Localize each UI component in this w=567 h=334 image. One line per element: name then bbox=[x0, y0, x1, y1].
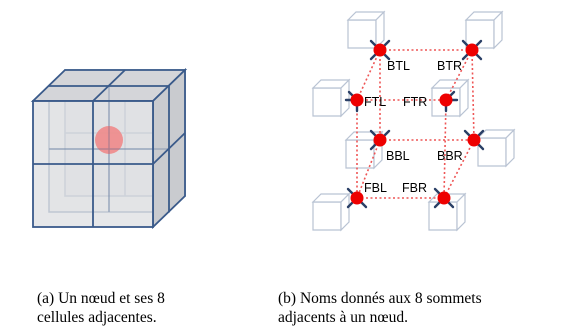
label-fbr: FBR bbox=[402, 181, 427, 195]
vertex-fbr bbox=[437, 191, 451, 205]
dotted-connections bbox=[356, 49, 475, 199]
vertex-ftr bbox=[439, 93, 453, 107]
label-bbr: BBR bbox=[437, 149, 463, 163]
cube-center-lines bbox=[49, 86, 169, 212]
label-ftl: FTL bbox=[364, 95, 386, 109]
vertex-btl bbox=[373, 43, 387, 57]
figure-b-vertex-diagram: BTL BTR FTL FTR BBL BBR FBL FBR bbox=[312, 11, 515, 231]
caption-a-line1: (a) Un nœud et ses 8 bbox=[37, 290, 165, 307]
cube-front-face bbox=[32, 100, 154, 228]
label-btr: BTR bbox=[437, 59, 462, 73]
cube-right-face bbox=[152, 67, 186, 230]
vertex-bbr bbox=[467, 133, 481, 147]
caption-b-line2: adjacents à un nœud. bbox=[278, 309, 408, 326]
caption-a-line2: cellules adjacentes. bbox=[37, 309, 157, 326]
vertex-dots bbox=[350, 43, 481, 205]
small-cube-btl bbox=[347, 11, 385, 49]
vertex-bbl bbox=[373, 133, 387, 147]
caption-b-line1: (b) Noms donnés aux 8 sommets bbox=[278, 290, 482, 307]
vertex-btr bbox=[465, 43, 479, 57]
label-bbl: BBL bbox=[386, 149, 410, 163]
central-node-marker bbox=[95, 126, 123, 154]
caption-a: (a) Un nœud et ses 8 cellules adjacentes… bbox=[37, 289, 217, 327]
vertex-ftl bbox=[350, 93, 364, 107]
label-btl: BTL bbox=[387, 59, 410, 73]
caption-b: (b) Noms donnés aux 8 sommets adjacents … bbox=[278, 289, 533, 327]
small-cube-ftl bbox=[312, 79, 350, 117]
label-fbl: FBL bbox=[364, 181, 387, 195]
small-cube-btr bbox=[465, 11, 503, 49]
small-cube-fbl bbox=[312, 193, 350, 231]
figure-a-cube-block bbox=[30, 67, 188, 230]
label-ftr: FTR bbox=[403, 95, 427, 109]
vertex-fbl bbox=[350, 191, 364, 205]
